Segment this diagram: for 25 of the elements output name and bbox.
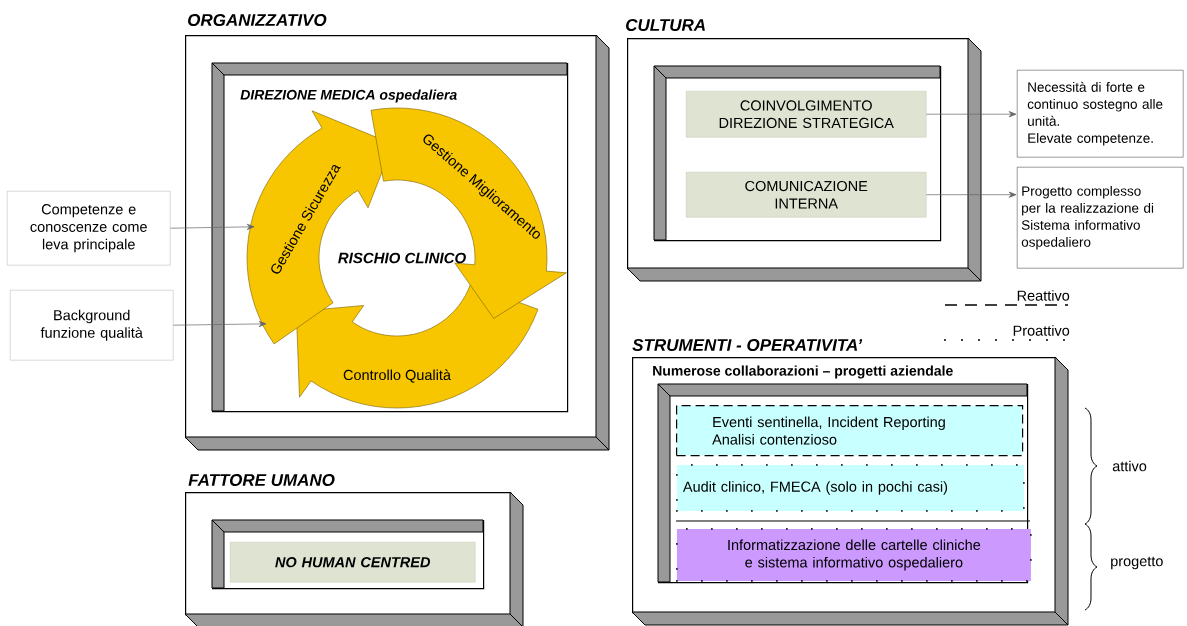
arrow [170,223,255,230]
activity-band: Eventi sentinella, Incident Reporting Analisi contenzioso [676,405,1024,457]
arrow [926,191,1017,198]
note-box: Necessità di forte e continuo sostegno alle unità. Elevate competenze. [1017,70,1184,158]
legend-item: Reattivo [944,290,1070,306]
cycle-arrow-label: Controllo Qualità [343,369,451,383]
text-box: Competenze e conoscenze come leva principale [7,191,171,266]
text-box: Background funzione qualità [10,290,174,361]
panel-heading: ORGANIZZATIVO [188,14,327,26]
activity-band: Audit clinico, FMECA (solo in pochi casi) [676,464,1025,512]
panel-heading: STRUMENTI - OPERATIVITA’ [632,339,863,351]
panel-heading: FATTORE UMANO [188,473,335,486]
activity-band: Informatizzazione delle cartelle cliniche e sistema informativo ospedaliero [676,528,1032,582]
text-box: COMUNICAZIONE INTERNA [686,172,927,218]
note-box: Progetto complesso per la realizzazione di Sistema informativo ospedaliero [1017,167,1184,269]
arrow [173,320,267,327]
bracket-label: progetto [1111,556,1163,570]
arrow [926,111,1017,118]
text-box: COINVOLGIMENTO DIREZIONE STRATEGICA [686,91,927,138]
cycle-centre-label: RISCHIO CLINICO [338,252,466,264]
panel-subtitle: Numerose collaborazioni – progetti aziendale [653,365,953,379]
panel-heading: CULTURA [626,19,705,31]
bracket-label: attivo [1112,460,1147,472]
legend-item: Proattivo [944,325,1070,341]
frame-title: DIREZIONE MEDICA ospedaliera [240,89,457,103]
